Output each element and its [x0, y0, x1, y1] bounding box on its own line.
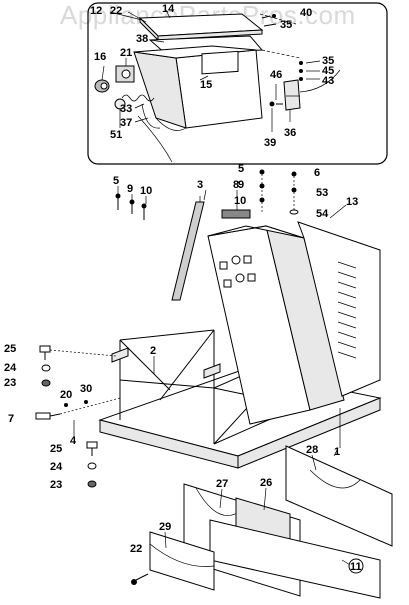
- callout-20: 20: [60, 389, 72, 401]
- callout-13: 13: [346, 196, 358, 208]
- callout-22-bottom: 22: [130, 543, 142, 555]
- fasteners-6-53-54: [289, 171, 299, 216]
- fasteners-20-30-7-4: [35, 397, 121, 438]
- bottom-panels: [149, 445, 393, 599]
- callout-35-top: 35: [280, 19, 292, 31]
- callout-2: 2: [150, 345, 156, 357]
- callout-33: 33: [120, 103, 132, 115]
- callout-24-upper: 24: [4, 362, 17, 374]
- fasteners-5-9-10-center: [259, 169, 265, 214]
- callout-9-left: 9: [127, 183, 133, 195]
- inset-detail-box: 12 22 14 40 35 38 16 21 15 35 45 43 46 3…: [87, 2, 388, 165]
- callout-26: 26: [260, 477, 272, 489]
- callout-28: 28: [306, 444, 318, 456]
- callout-4: 4: [70, 435, 77, 447]
- callout-14: 14: [162, 3, 175, 15]
- callout-7: 7: [8, 413, 14, 425]
- callout-29: 29: [159, 521, 171, 533]
- callout-53: 53: [316, 187, 328, 199]
- callout-23-lower: 23: [50, 479, 62, 491]
- callout-30: 30: [80, 383, 92, 395]
- main-assembly: 5 9 10 3 5 9 10 8 6 53 54 13 25 24 23 2 …: [4, 163, 393, 599]
- callout-25-lower: 25: [50, 443, 62, 455]
- callout-24-lower: 24: [50, 461, 63, 473]
- callout-36: 36: [284, 127, 296, 139]
- callout-22: 22: [110, 5, 122, 17]
- callout-3: 3: [197, 179, 203, 191]
- callout-38: 38: [136, 33, 148, 45]
- fasteners-25-24-23-upper: [39, 345, 117, 387]
- callout-51: 51: [110, 129, 122, 141]
- callout-12: 12: [90, 5, 102, 17]
- callout-35-right: 35: [322, 55, 334, 67]
- callout-54: 54: [316, 208, 329, 220]
- callout-37: 37: [120, 117, 132, 129]
- callout-16: 16: [94, 51, 106, 63]
- callout-5-left: 5: [113, 175, 119, 187]
- callout-27: 27: [216, 478, 228, 490]
- callout-6: 6: [314, 167, 320, 179]
- callout-25-upper: 25: [4, 343, 16, 355]
- louvers: [337, 261, 357, 359]
- callout-39: 39: [264, 137, 276, 149]
- callout-46: 46: [270, 69, 282, 81]
- callout-11: 11: [350, 561, 362, 573]
- callout-9-center: 9: [238, 179, 244, 191]
- callout-10-left: 10: [140, 185, 152, 197]
- callout-45: 45: [322, 65, 334, 77]
- fasteners-5-9-10-left: [115, 186, 147, 220]
- fasteners-25-24-23-lower: [86, 441, 98, 488]
- callout-40: 40: [300, 7, 312, 19]
- callout-8: 8: [233, 179, 239, 191]
- callout-5-center: 5: [238, 163, 244, 175]
- callout-10-center: 10: [234, 195, 246, 207]
- callout-43: 43: [322, 75, 334, 87]
- callout-1: 1: [334, 446, 340, 458]
- callout-15: 15: [200, 79, 212, 91]
- callout-23-upper: 23: [4, 377, 16, 389]
- callout-21: 21: [120, 47, 132, 59]
